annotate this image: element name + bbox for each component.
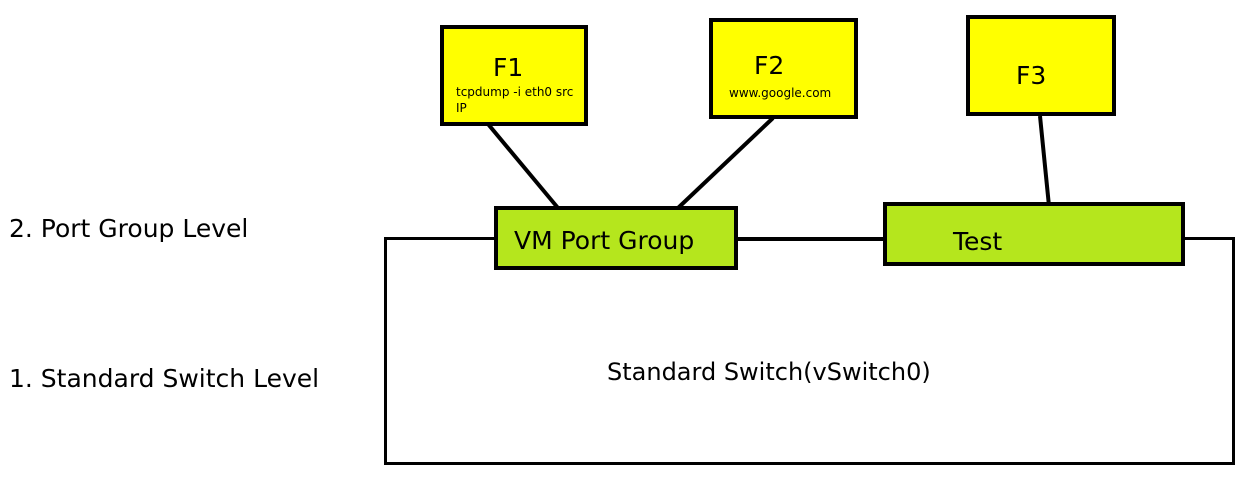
vm-port-group-box bbox=[494, 206, 738, 270]
filter-f2-title: F2 bbox=[754, 51, 785, 80]
connector-f3-test bbox=[1038, 115, 1051, 207]
connector-f2-vm-port-group bbox=[676, 116, 775, 210]
port-group-level-label: 2. Port Group Level bbox=[9, 214, 249, 243]
connector-f1-vm-port-group bbox=[486, 122, 560, 210]
vm-port-group-label: VM Port Group bbox=[514, 226, 695, 255]
filter-f1-detail: tcpdump -i eth0 src IP bbox=[456, 85, 574, 115]
filter-f2-detail: www.google.com bbox=[729, 86, 832, 100]
filter-f1-title: F1 bbox=[493, 53, 524, 82]
standard-switch-level-label: 1. Standard Switch Level bbox=[9, 364, 320, 393]
test-port-group-box bbox=[883, 202, 1185, 266]
filter-f2-box bbox=[709, 18, 858, 119]
filter-f3-title: F3 bbox=[1016, 61, 1047, 90]
filter-f1-box bbox=[440, 25, 588, 126]
filter-f3-box bbox=[966, 15, 1116, 116]
test-port-group-label: Test bbox=[953, 227, 1003, 256]
standard-switch-box bbox=[384, 237, 1235, 465]
standard-switch-label: Standard Switch(vSwitch0) bbox=[607, 358, 931, 386]
